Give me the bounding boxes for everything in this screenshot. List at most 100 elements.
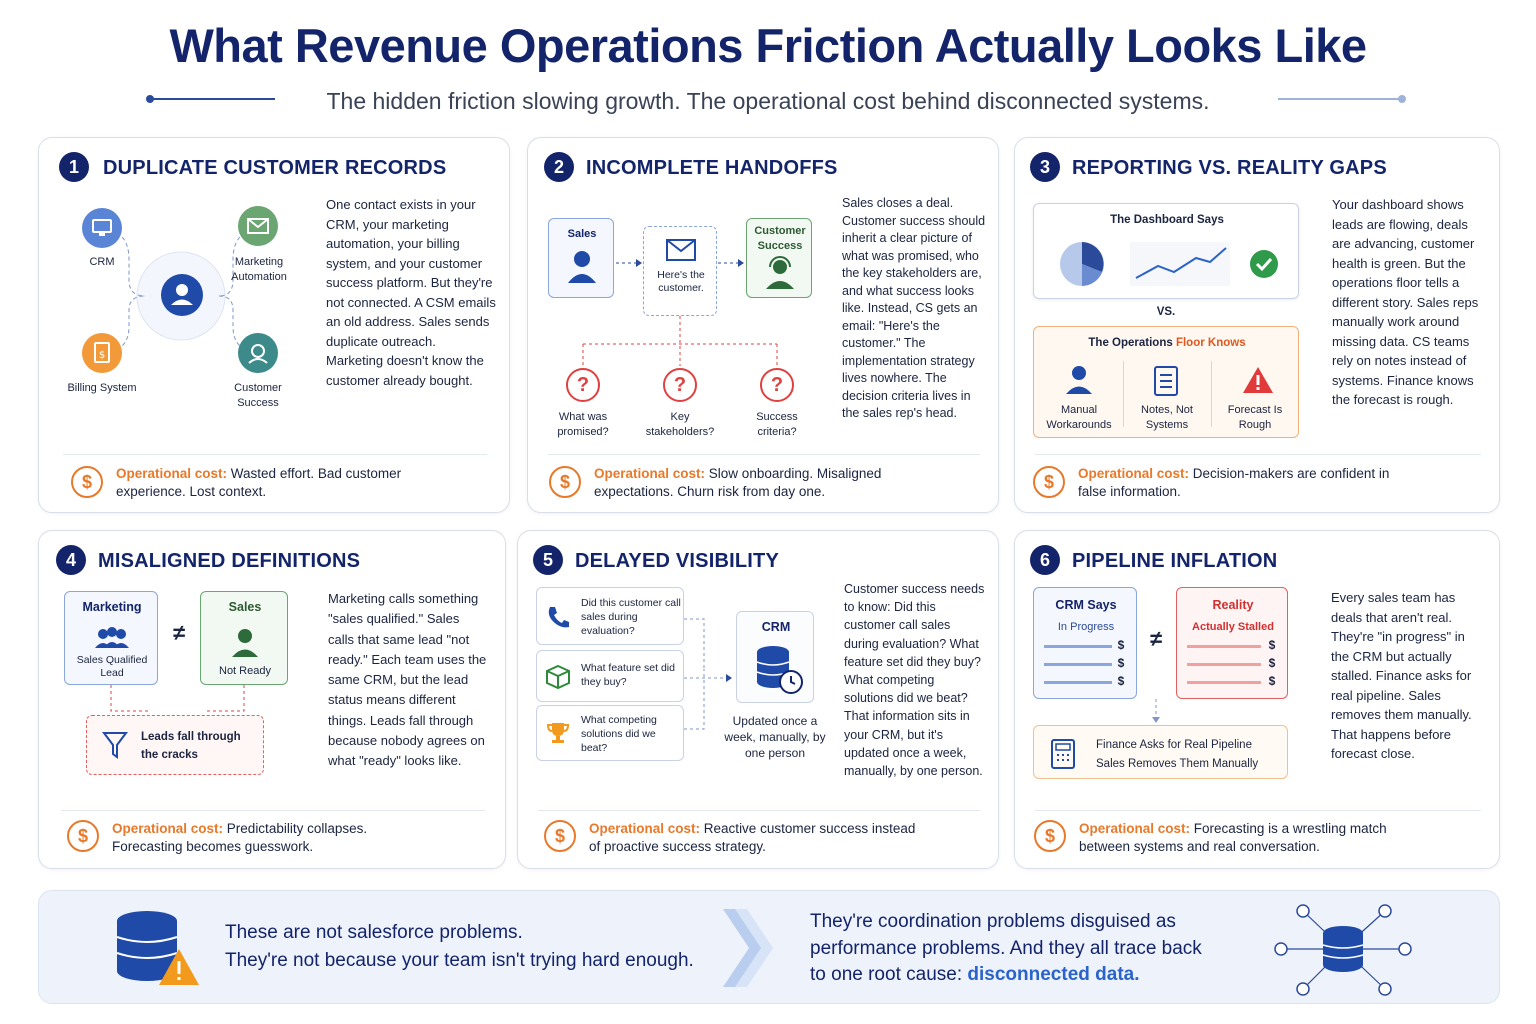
crm-box: CRM xyxy=(736,611,814,703)
currency-mark: $ xyxy=(1268,674,1276,688)
panel-number: 3 xyxy=(1030,152,1060,182)
panel-number: 2 xyxy=(544,152,574,182)
sales-removes: Sales Removes Them Manually xyxy=(1096,758,1259,770)
cost-text: Predictability collapses. Forecasting be… xyxy=(112,821,368,854)
question-promised: What was promised? xyxy=(557,411,609,438)
chevron-right-icon xyxy=(723,909,773,987)
visibility-connectors xyxy=(684,618,732,730)
divider xyxy=(1035,454,1481,455)
divider xyxy=(1035,810,1481,811)
currency-mark: $ xyxy=(1117,638,1125,652)
envelope-icon xyxy=(666,239,696,261)
floor-title-a: The Operations xyxy=(1088,337,1176,349)
question-card-competing: What competing solutions did we beat? xyxy=(536,705,684,761)
reality-status: Actually Stalled xyxy=(1192,621,1274,633)
panel-title: REPORTING VS. REALITY GAPS xyxy=(1072,157,1387,179)
crm-label: CRM xyxy=(761,620,791,634)
panel-title: MISALIGNED DEFINITIONS xyxy=(98,550,361,572)
panel-title: PIPELINE INFLATION xyxy=(1072,550,1278,572)
dollar-icon: $ xyxy=(1033,466,1065,498)
stalled-bars xyxy=(1187,645,1261,684)
customer-hub-icon xyxy=(161,274,203,316)
panel-number: 6 xyxy=(1030,545,1060,575)
item-forecast-rough: Forecast Is Rough xyxy=(1227,404,1283,431)
phone-icon xyxy=(548,607,569,628)
cracks-connectors xyxy=(110,685,245,712)
currency-mark: $ xyxy=(1268,656,1276,670)
node-billing-label: Billing System xyxy=(67,382,137,394)
node-cs-label: Customer Success xyxy=(234,382,282,409)
envelope-icon xyxy=(238,206,278,246)
question-icon: ? xyxy=(566,368,600,402)
banner-left-line-1: These are not salesforce problems. xyxy=(225,922,523,943)
fall-through-text: Leads fall through the cracks xyxy=(141,731,241,761)
headset-icon xyxy=(766,256,794,289)
calculator-icon xyxy=(1051,739,1075,769)
warning-icon xyxy=(1243,367,1273,393)
cost-text: Decision-makers are confident in false i… xyxy=(1078,466,1390,499)
panel-body: Sales closes a deal. Customer success sh… xyxy=(842,196,986,420)
item-manual-workarounds: Manual Workarounds xyxy=(1046,404,1112,431)
divider xyxy=(538,810,980,811)
person-icon xyxy=(568,251,596,283)
database-clock-icon xyxy=(756,646,803,694)
sales-box: Sales xyxy=(548,218,614,298)
panel-body: Every sales team has deals that aren't r… xyxy=(1331,590,1472,761)
email-text: Here's the customer. xyxy=(657,269,705,294)
operational-cost: Operational cost: Reactive customer succ… xyxy=(589,820,929,856)
panel-misaligned-definitions: 4 MISALIGNED DEFINITIONS Marketing Sales… xyxy=(38,530,506,869)
pie-chart-icon xyxy=(1060,242,1104,286)
banner-right-line-1: They're coordination problems disguised … xyxy=(810,911,1176,932)
floor-title: The Operations Floor Knows xyxy=(1034,336,1300,351)
question-feature-set: What feature set did they buy? xyxy=(581,662,675,688)
panel-reporting-gaps: 3 REPORTING VS. REALITY GAPS The Dashboa… xyxy=(1014,137,1500,513)
dollar-icon: $ xyxy=(67,820,99,852)
page-title: What Revenue Operations Friction Actuall… xyxy=(169,19,1367,72)
panel-title: DELAYED VISIBILITY xyxy=(575,550,780,572)
dollar-icon: $ xyxy=(544,820,576,852)
operational-cost: Operational cost: Slow onboarding. Misal… xyxy=(594,465,924,501)
divider xyxy=(61,810,485,811)
person-icon xyxy=(1066,366,1092,394)
divider xyxy=(548,454,980,455)
panel-title: INCOMPLETE HANDOFFS xyxy=(586,157,838,179)
operational-cost: Operational cost: Forecasting is a wrest… xyxy=(1079,820,1409,856)
crm-says-label: CRM Says xyxy=(1055,598,1117,612)
cost-label: Operational cost: xyxy=(116,466,228,481)
funnel-icon xyxy=(102,732,128,759)
crm-icon xyxy=(82,208,122,248)
check-icon xyxy=(1250,250,1278,278)
dollar-icon: $ xyxy=(1034,820,1066,852)
trophy-icon xyxy=(546,723,570,743)
progress-bars xyxy=(1044,645,1112,684)
divider xyxy=(63,454,487,455)
person-icon xyxy=(232,629,258,657)
sales-label: Sales xyxy=(567,228,597,240)
marketing-box: Marketing Sales Qualified Lead xyxy=(64,591,158,685)
question-card-call: Did this customer call sales during eval… xyxy=(536,587,684,645)
team-icon xyxy=(95,627,129,648)
banner-left-line-2: They're not because your team isn't tryi… xyxy=(225,950,694,971)
panel-delayed-visibility: 5 DELAYED VISIBILITY Did this customer c… xyxy=(517,530,999,869)
marketing-label: Marketing xyxy=(82,600,142,614)
not-equal-icon: ≠ xyxy=(1149,626,1163,651)
cs-label: Customer Success xyxy=(754,225,806,252)
cost-label: Operational cost: xyxy=(1078,466,1190,481)
panel-incomplete-handoffs: 2 INCOMPLETE HANDOFFS Sales Here's the c… xyxy=(527,137,999,513)
cs-box: Customer Success xyxy=(746,218,812,298)
banner-right-line-2: performance problems. And they all trace… xyxy=(810,937,1202,959)
finance-ask: Finance Asks for Real Pipeline xyxy=(1096,739,1252,751)
fall-through-box: Leads fall through the cracks xyxy=(86,715,264,775)
panel-body: Marketing calls something "sales qualifi… xyxy=(328,591,487,769)
handoff-connectors xyxy=(582,259,778,366)
connected-data-icon xyxy=(1274,904,1412,996)
panel-number: 1 xyxy=(59,152,89,182)
currency-mark: $ xyxy=(1117,674,1125,688)
dashboard-card: The Dashboard Says xyxy=(1033,203,1299,299)
not-equal-icon: ≠ xyxy=(172,620,186,645)
notes-icon xyxy=(1154,366,1178,396)
subtitle-dot-left xyxy=(146,95,154,103)
reality-card: Reality Actually Stalled $ $ $ xyxy=(1176,587,1288,699)
question-call-sales: Did this customer call sales during eval… xyxy=(581,597,681,637)
